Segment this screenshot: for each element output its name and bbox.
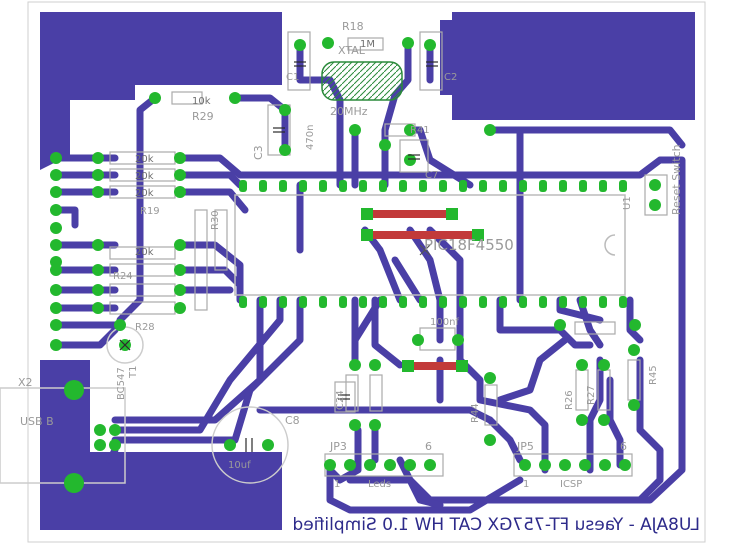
board-outline: [27, 1, 706, 543]
board-title: LU8AJA - Yaesu FT-757GX CAT HW 1.0 Simpl…: [292, 515, 700, 535]
jp5-pin1: 1: [523, 479, 529, 490]
ic-pins: [239, 180, 627, 372]
c8-value: 10uf: [228, 460, 251, 471]
jp3-ref: JP3: [329, 440, 347, 453]
icsp-label: ICSP: [560, 479, 582, 490]
usb-label: USB B: [20, 415, 54, 428]
r24-ref: R24: [113, 271, 133, 282]
cap-symbols: [119, 61, 438, 452]
r45-ref: R45: [648, 365, 659, 385]
c8-ref: C8: [285, 414, 300, 427]
jp5-pin6: 6: [620, 440, 627, 453]
jp3-pin1: 1: [334, 479, 340, 490]
crystal-body: [321, 61, 403, 101]
r19-ref: R19: [140, 206, 160, 217]
xtal-value: 20MHz: [330, 105, 368, 118]
r20b-value: 20k: [135, 247, 154, 258]
xtal-ref: XTAL: [338, 44, 366, 57]
r20-value: 20k: [135, 154, 154, 165]
c3-value: 470n: [305, 125, 316, 150]
r30-ref: R30: [210, 210, 221, 230]
r19-value: 20k: [135, 188, 154, 199]
t1-ref: T1: [128, 366, 139, 379]
c1-ref: C1: [286, 72, 299, 83]
c3-ref: C3: [252, 145, 265, 160]
jp3-pin6: 6: [425, 440, 432, 453]
r29-value: 10k: [192, 96, 211, 107]
c2-ref: C2: [444, 72, 457, 83]
c8-outline: [211, 406, 289, 484]
pads: [50, 37, 661, 471]
usb-shield-pad-top: [64, 380, 84, 400]
r21-value: 20k: [135, 171, 154, 182]
jp5-ref: JP5: [516, 440, 534, 453]
leds-label: Leds: [368, 479, 391, 490]
usb-outline: [0, 387, 126, 484]
c7-ref: C7: [425, 170, 438, 181]
r27-ref: R27: [586, 385, 597, 405]
r18-value: 1M: [360, 39, 375, 50]
r26-ref: R26: [564, 390, 575, 410]
chip-ref: U1: [622, 196, 633, 210]
r41-ref: R41: [410, 125, 430, 136]
chip-name: PIC18F4550: [424, 236, 514, 254]
cap-100nf-label: 100nf: [430, 317, 459, 328]
r28-ref: R28: [135, 322, 155, 333]
jumpers: [364, 210, 482, 370]
c24-ref: C24: [335, 390, 346, 410]
usb-shield-pad-bottom: [64, 473, 84, 493]
r18-ref: R18: [342, 20, 364, 33]
ic-outline: [234, 194, 626, 296]
x2-ref: X2: [18, 376, 33, 389]
r44-ref: R44: [470, 403, 481, 423]
r29-ref: R29: [192, 110, 214, 123]
reset-switch-label: Reset Switch: [670, 144, 683, 215]
t1-type: BC547: [116, 367, 127, 400]
